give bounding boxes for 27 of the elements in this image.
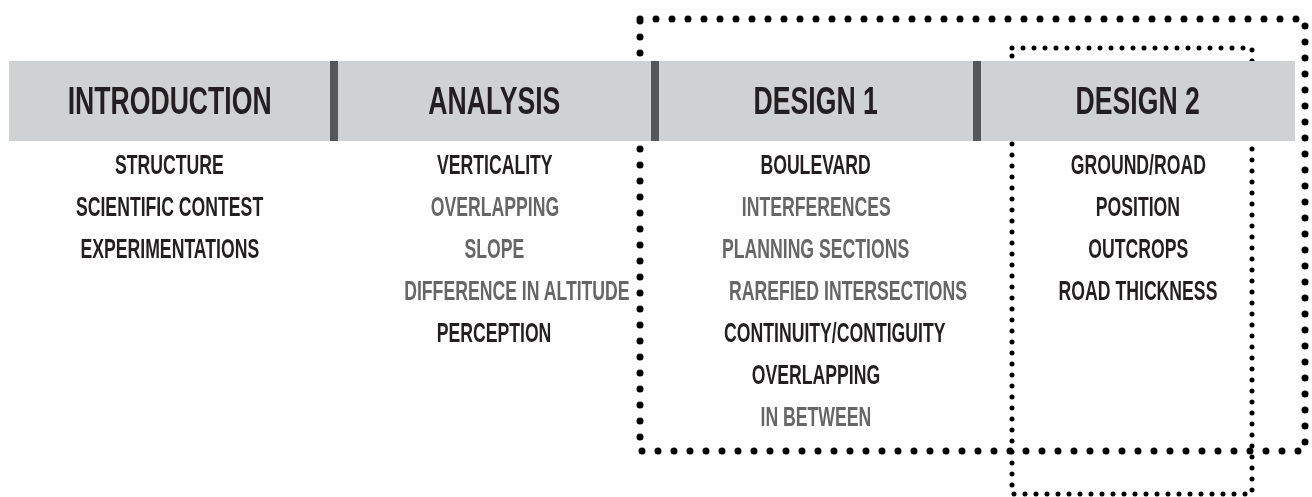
- topic-label: POSITION: [1095, 192, 1181, 221]
- topic-label: EXPERIMENTATIONS: [80, 234, 259, 263]
- topic-label: BOULEVARD: [760, 150, 872, 179]
- topic-label: OVERLAPPING: [430, 192, 559, 221]
- topic-label: OVERLAPPING: [751, 360, 881, 389]
- topic-label: PERCEPTION: [437, 318, 552, 347]
- topic-label: CONTINUITY/CONTIGUITY: [724, 318, 946, 347]
- phase-header-band: [330, 61, 651, 141]
- topic-label: GROUND/ROAD: [1070, 150, 1206, 179]
- topic-label: SCIENTIFIC CONTEST: [75, 192, 264, 221]
- topic-label: RAREFIED INTERSECTIONS: [728, 276, 968, 305]
- phase-header-band: [9, 61, 330, 141]
- topic-label: PLANNING SECTIONS: [722, 234, 910, 263]
- phase-header-band: [973, 61, 1295, 141]
- topic-label: IN BETWEEN: [760, 402, 872, 431]
- phase-header-band: [651, 61, 973, 141]
- phase-title: DESIGN 2: [1075, 82, 1201, 120]
- topic-label: INTERFERENCES: [741, 192, 891, 221]
- phase-title: DESIGN 1: [753, 82, 879, 120]
- phase-title: ANALYSIS: [428, 82, 561, 120]
- topic-label: DIFFERENCE IN ALTITUDE: [404, 276, 630, 305]
- topic-label: OUTCROPS: [1088, 234, 1188, 263]
- topic-label: STRUCTURE: [115, 150, 224, 179]
- topic-label: ROAD THICKNESS: [1058, 276, 1218, 305]
- topic-label: VERTICALITY: [436, 150, 553, 179]
- topic-label: SLOPE: [464, 234, 525, 263]
- phase-title: INTRODUCTION: [67, 82, 272, 120]
